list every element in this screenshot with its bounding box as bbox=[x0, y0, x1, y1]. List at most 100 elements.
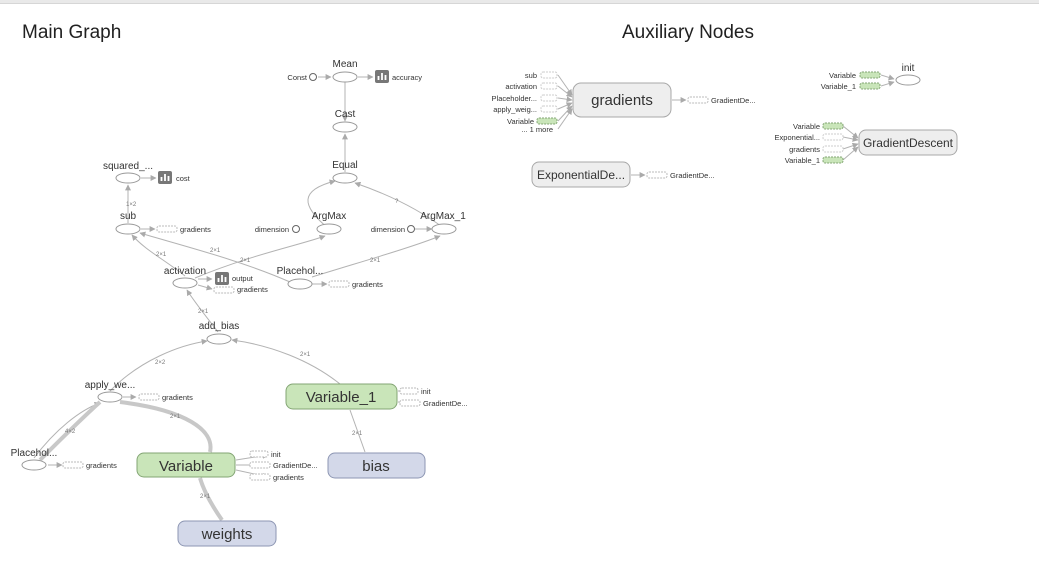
node-bias[interactable]: bias bbox=[327, 452, 426, 479]
node-label: Variable_1 bbox=[306, 389, 377, 406]
top-toolbar-edge bbox=[0, 0, 1039, 4]
node-label: dimension bbox=[255, 225, 289, 234]
edge-labels: 1×2 2×1 2×1 2×1 2×1 2×1 2×2 2×1 4×2 2×1 … bbox=[65, 199, 399, 500]
bar-chart-icon bbox=[160, 174, 170, 181]
node-variable-gradients[interactable]: gradients bbox=[249, 473, 304, 482]
node-placeholder-2[interactable]: Placehol... bbox=[11, 448, 58, 471]
aux-node-exponential-decay[interactable]: ExponentialDe... bbox=[531, 161, 631, 188]
node-argmax-1[interactable]: ArgMax_1 bbox=[420, 211, 466, 235]
node-weights[interactable]: weights bbox=[177, 520, 277, 547]
node-activation-gradients[interactable]: gradients bbox=[213, 285, 268, 294]
node-equal[interactable]: Equal bbox=[332, 160, 358, 184]
node-label: Placeholder... bbox=[492, 94, 537, 103]
edge-argmax-equal bbox=[307, 179, 336, 230]
node-label: ... 1 more bbox=[521, 125, 553, 134]
node-variable-init[interactable]: init bbox=[249, 450, 282, 459]
node-label: gradients bbox=[789, 145, 820, 154]
thick-edges bbox=[38, 400, 224, 522]
node-activation[interactable]: activation bbox=[164, 266, 206, 289]
node-label: init bbox=[271, 450, 282, 459]
node-placeholder-1-gradients[interactable]: gradients bbox=[328, 280, 383, 289]
node-label: GradientDe... bbox=[670, 171, 715, 180]
node-label: Variable bbox=[829, 71, 856, 80]
edge-label: 2×2 bbox=[155, 360, 166, 366]
edge-activation-argmax bbox=[194, 235, 326, 279]
node-squared[interactable]: squared_... bbox=[103, 161, 153, 184]
node-label: init bbox=[421, 387, 432, 396]
node-sub[interactable]: sub bbox=[115, 211, 141, 235]
node-label: weights bbox=[201, 526, 253, 543]
aux-expdecay-output[interactable]: GradientDe... bbox=[646, 171, 715, 180]
node-apply-gradients[interactable]: gradients bbox=[138, 393, 193, 402]
edge-variable1-bias bbox=[349, 409, 366, 453]
main-graph-title: Main Graph bbox=[22, 22, 122, 43]
aux-node-gradientdescent[interactable]: GradientDescent bbox=[858, 129, 958, 156]
node-label: Variable_1 bbox=[785, 156, 820, 165]
node-placeholder-2-gradients[interactable]: gradients bbox=[62, 461, 117, 470]
node-label: Cast bbox=[335, 109, 356, 120]
node-placeholder-1[interactable]: Placehol... bbox=[277, 266, 324, 290]
node-label: sub bbox=[120, 211, 137, 222]
edge-label: 2×1 bbox=[352, 431, 363, 437]
node-label: GradientDe... bbox=[273, 461, 318, 470]
node-label: gradients bbox=[180, 225, 211, 234]
aux-gradients-output[interactable]: GradientDe... bbox=[687, 96, 756, 105]
node-label: Variable_1 bbox=[821, 82, 856, 91]
aux-gradients-inputs[interactable]: sub activation Placeholder... apply_weig… bbox=[492, 71, 558, 134]
node-label: Const bbox=[287, 73, 308, 82]
edge-label: 2×1 bbox=[156, 252, 167, 258]
node-argmax[interactable]: ArgMax bbox=[312, 211, 346, 235]
node-variable-gradientdescent[interactable]: GradientDe... bbox=[249, 461, 318, 470]
node-dimension-2[interactable]: dimension bbox=[371, 225, 415, 234]
node-output[interactable]: output bbox=[215, 272, 254, 285]
edge-placeholder-argmax1 bbox=[311, 235, 441, 278]
node-accuracy[interactable]: accuracy bbox=[375, 70, 422, 83]
edge-label: ? bbox=[395, 199, 399, 205]
node-label: accuracy bbox=[392, 73, 422, 82]
node-cast[interactable]: Cast bbox=[332, 109, 358, 133]
edge-label: 1×2 bbox=[126, 202, 137, 208]
node-variable[interactable]: Variable bbox=[136, 452, 236, 478]
edge-activation-gradients bbox=[197, 284, 213, 291]
edge-label: 2×1 bbox=[198, 309, 209, 315]
bar-chart-icon bbox=[217, 275, 227, 282]
node-label: gradients bbox=[352, 280, 383, 289]
edge-activation-sub bbox=[131, 234, 186, 277]
edges bbox=[33, 74, 446, 479]
node-cost[interactable]: cost bbox=[158, 171, 191, 184]
node-variable-1-gradientdescent[interactable]: GradientDe... bbox=[399, 399, 468, 408]
node-label: gradients bbox=[86, 461, 117, 470]
aux-node-init[interactable]: init bbox=[895, 63, 921, 86]
aux-node-gradients[interactable]: gradients bbox=[572, 82, 672, 118]
node-label: apply_we... bbox=[85, 380, 136, 391]
node-label: gradients bbox=[591, 92, 653, 109]
edge-label: 2×1 bbox=[170, 414, 181, 420]
node-label: ArgMax_1 bbox=[420, 211, 466, 222]
node-label: Mean bbox=[332, 59, 357, 70]
node-label: gradients bbox=[237, 285, 268, 294]
node-label: init bbox=[902, 63, 915, 74]
edge-apply-placeholder-thick bbox=[38, 400, 102, 462]
node-const[interactable]: Const bbox=[287, 73, 317, 82]
edge-apply-addbias bbox=[109, 338, 208, 392]
node-add-bias[interactable]: add_bias bbox=[199, 321, 240, 345]
aux-init-inputs[interactable]: Variable Variable_1 bbox=[821, 71, 881, 91]
node-label: ArgMax bbox=[312, 211, 346, 222]
node-apply-weights[interactable]: apply_we... bbox=[85, 380, 136, 403]
node-dimension-1[interactable]: dimension bbox=[255, 225, 300, 234]
node-label: ExponentialDe... bbox=[537, 168, 625, 182]
node-label: dimension bbox=[371, 225, 405, 234]
aux-gd-inputs[interactable]: Variable Exponential... gradients Variab… bbox=[775, 122, 844, 165]
node-label: Variable bbox=[507, 117, 534, 126]
node-label: activation bbox=[164, 266, 206, 277]
node-label: GradientDe... bbox=[711, 96, 756, 105]
node-mean[interactable]: Mean bbox=[332, 59, 358, 83]
node-label: Exponential... bbox=[775, 133, 820, 142]
node-label: Variable bbox=[793, 122, 820, 131]
node-variable-1[interactable]: Variable_1 bbox=[285, 383, 398, 410]
node-variable-1-init[interactable]: init bbox=[399, 387, 432, 396]
node-sub-gradients[interactable]: gradients bbox=[156, 225, 211, 234]
edge-argmax1-equal bbox=[354, 181, 446, 230]
node-label: bias bbox=[362, 458, 390, 475]
